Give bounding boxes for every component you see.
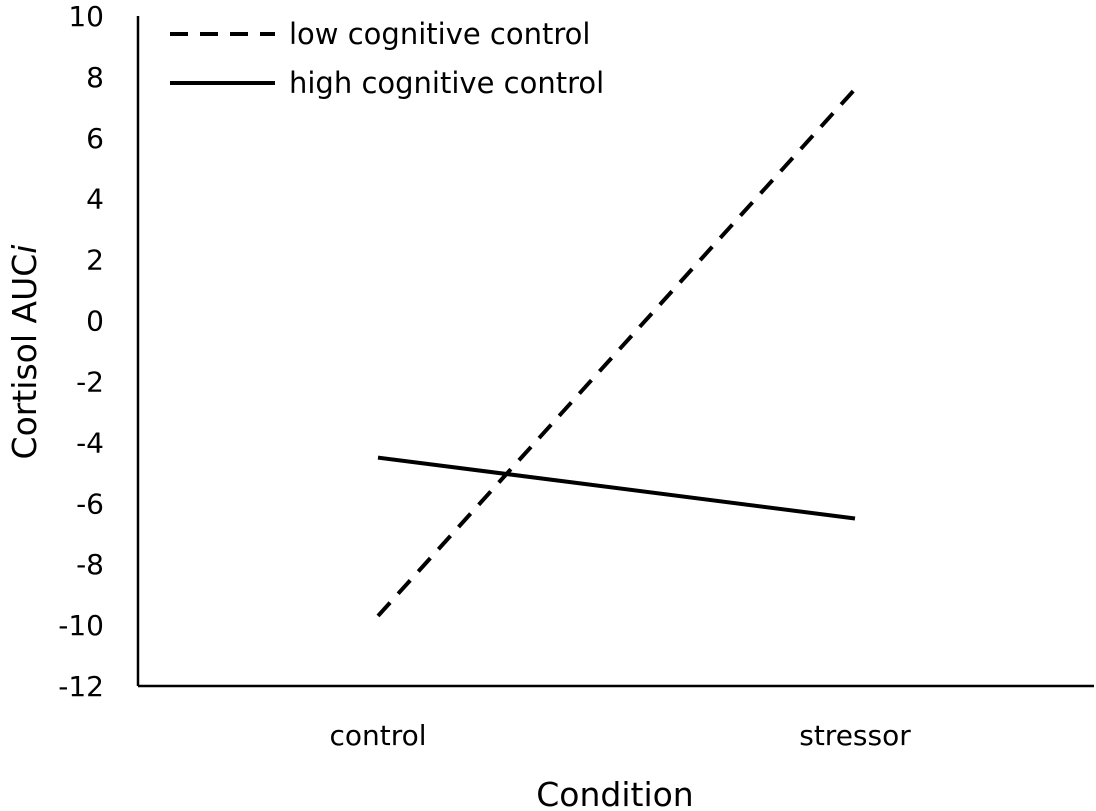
y-tick-label: -4: [76, 426, 104, 459]
y-tick-label: 6: [86, 122, 104, 155]
y-axis-title: Cortisol AUCi: [5, 245, 44, 460]
y-tick-label: 4: [86, 183, 104, 216]
y-axis-title-suffix: i: [5, 245, 44, 254]
y-tick-label: -10: [58, 609, 104, 642]
y-tick-label: 0: [86, 305, 104, 338]
y-tick-label: -12: [58, 670, 104, 703]
series-layer: [376, 87, 857, 618]
y-tick-label: 8: [86, 61, 104, 94]
y-tick-label: 2: [86, 244, 104, 277]
y-axis-title-main: Cortisol AUC: [5, 254, 44, 460]
x-axis-title: Condition: [536, 775, 693, 811]
x-tick-labels: control stressor: [329, 719, 911, 752]
legend: low cognitive control high cognitive con…: [170, 17, 604, 100]
series-line-high-cognitive-control: [377, 455, 856, 521]
series-line-low-cognitive-control: [376, 87, 857, 618]
y-tick-label: 10: [68, 0, 104, 33]
y-tick-label: -2: [76, 365, 104, 398]
x-tick-label: control: [329, 719, 426, 752]
legend-label-high-cognitive-control: high cognitive control: [289, 66, 604, 100]
legend-label-low-cognitive-control: low cognitive control: [289, 17, 590, 51]
y-tick-label: -8: [76, 548, 104, 581]
y-tick-labels: 10 8 6 4 2 0 -2 -4 -6 -8 -10 -12: [58, 0, 104, 703]
y-tick-label: -6: [76, 487, 104, 520]
x-tick-label: stressor: [799, 719, 911, 752]
